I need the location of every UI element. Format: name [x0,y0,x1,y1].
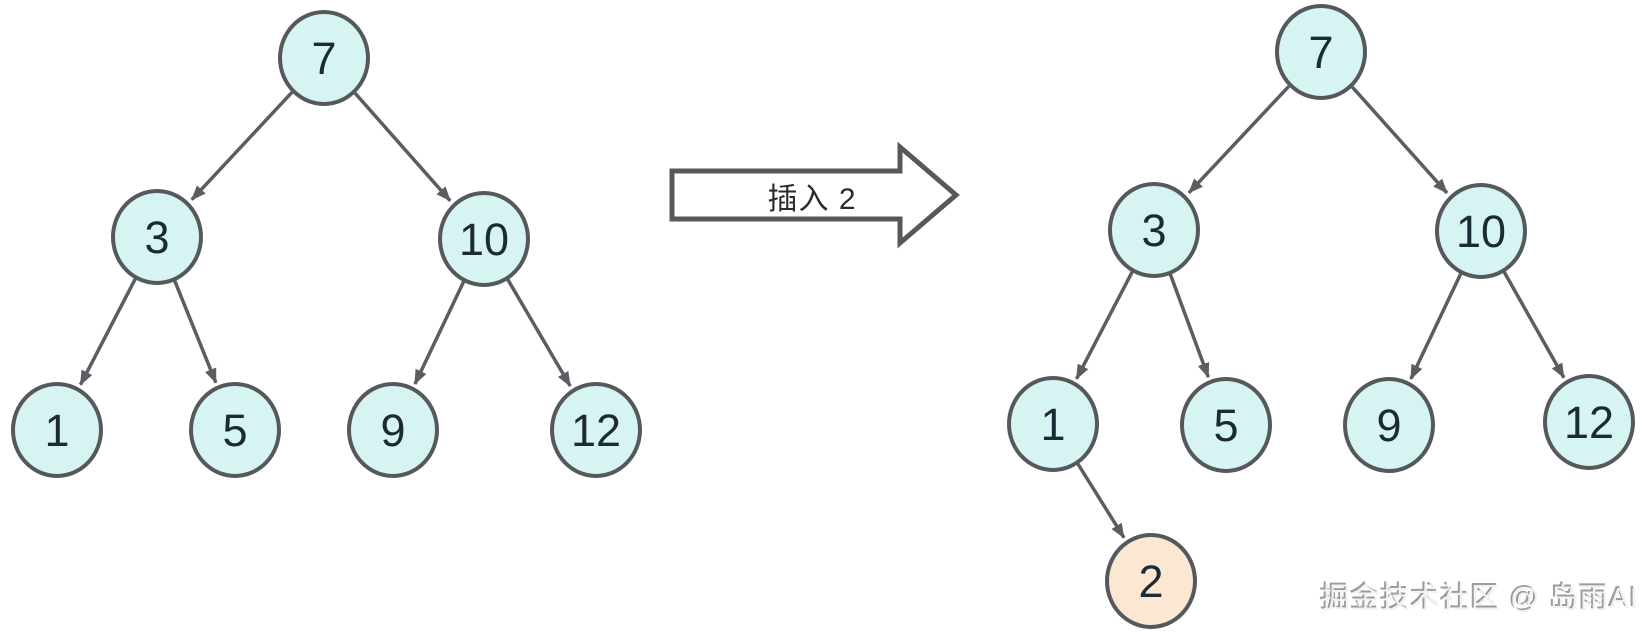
node-value: 7 [1308,27,1333,78]
node-circle [1007,376,1099,472]
edge-7-3 [190,91,294,201]
tree-after-node-10: 10 [1435,183,1527,279]
node-value: 7 [311,33,336,84]
node-circle [111,189,203,285]
tree-after: 7 3 10 1 5 9 12 2 [1007,4,1635,629]
edge-1-2 [1076,462,1126,539]
edge-3-5 [172,279,218,384]
tree-before-node-7: 7 [278,10,370,106]
tree-before-node-1: 1 [11,382,103,478]
edge-10-9 [1409,272,1463,380]
tree-after-node-3: 3 [1108,182,1200,278]
node-value: 1 [44,405,69,456]
node-circle-highlighted [1105,533,1197,629]
edge-7-10 [1351,85,1449,195]
node-circle [1543,374,1635,470]
tree-before-node-3: 3 [111,189,203,285]
node-circle [278,10,370,106]
edge-7-10 [353,92,452,202]
tree-before-node-10: 10 [438,191,530,287]
tree-after-node-1: 1 [1007,376,1099,472]
node-circle [1275,4,1367,100]
node-value: 9 [380,405,405,456]
node-value: 9 [1376,400,1401,451]
node-circle [1435,183,1527,279]
node-value: 3 [144,212,169,263]
node-value: 10 [1456,206,1506,257]
node-value: 3 [1141,205,1166,256]
tree-after-node-5: 5 [1180,377,1272,473]
edge-3-1 [1074,270,1134,380]
edge-3-1 [78,277,137,386]
node-value: 2 [1138,556,1163,607]
insert-block-arrow [669,141,960,249]
tree-before-node-5: 5 [189,382,281,478]
node-value: 12 [571,405,621,456]
node-circle [1108,182,1200,278]
watermark-text: 掘金技术社区 @ 岛雨AI [1321,583,1639,615]
tree-after-node-2: 2 [1105,533,1197,629]
edge-10-9 [413,280,466,385]
node-value: 5 [222,405,247,456]
node-value: 5 [1213,400,1238,451]
tree-before-node-9: 9 [347,382,439,478]
node-circle [11,382,103,478]
tree-after-node-9: 9 [1343,377,1435,473]
tree-before-node-12: 12 [550,382,642,478]
edge-3-5 [1168,273,1210,379]
node-circle [1343,377,1435,473]
tree-after-node-7: 7 [1275,4,1367,100]
edge-7-3 [1187,85,1291,195]
node-value: 10 [459,214,509,265]
node-circle [347,382,439,478]
edge-10-12 [1502,271,1566,379]
node-circle [550,382,642,478]
node-circle [189,382,281,478]
node-value: 1 [1040,399,1065,450]
tree-before: 7 3 10 1 5 9 12 [11,10,642,478]
node-circle [1180,377,1272,473]
edge-10-12 [506,278,572,387]
tree-after-node-12: 12 [1543,374,1635,470]
insert-arrow-label: 插入 2 [767,183,857,216]
node-circle [438,191,530,287]
node-value: 12 [1564,397,1614,448]
